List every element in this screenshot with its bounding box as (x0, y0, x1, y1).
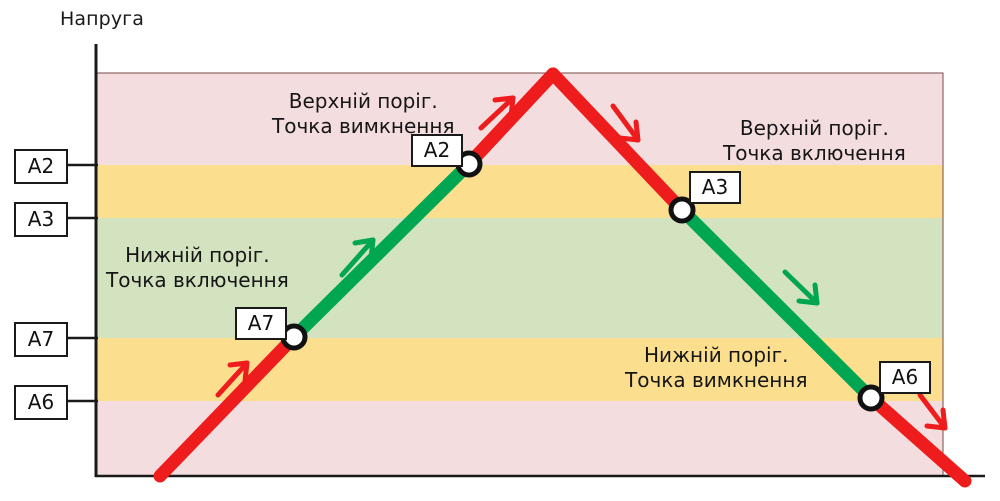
arrow-down-green (782, 269, 820, 306)
segment-falling-normal (675, 203, 878, 405)
y-tick-label-a2[interactable]: A2 (14, 149, 68, 184)
point-label-a7[interactable]: A7 (235, 307, 287, 340)
annotation-lower-on: Нижній поріг. Точка включення (106, 243, 289, 293)
annotation-upper-off-line2: Точка вимкнення (272, 113, 455, 138)
segment-rising-normal (287, 157, 476, 344)
threshold-markers (280, 150, 885, 412)
arrow-down-red-upper (610, 103, 641, 143)
annotation-lower-off-line2: Точка вимкнення (625, 367, 808, 392)
arrow-up-red-lower (215, 360, 250, 398)
annotation-lower-on-line2: Точка включення (106, 267, 289, 292)
point-label-a2[interactable]: A2 (411, 134, 463, 167)
annotation-upper-on-line1: Верхній поріг. (739, 116, 889, 140)
y-tick-label-a6[interactable]: A6 (14, 385, 68, 420)
arrow-up-green (339, 237, 376, 278)
annotation-upper-off: Верхній поріг. Точка вимкнення (272, 89, 454, 139)
segment-falling-below-a6 (862, 389, 972, 488)
annotation-upper-on: Верхній поріг. Точка включення (723, 116, 906, 166)
arrow-down-red-lower (917, 392, 948, 431)
point-label-a3[interactable]: A3 (689, 171, 741, 204)
marker-a3[interactable] (668, 196, 696, 224)
segment-rising-above-a2 (460, 67, 560, 173)
marker-a6[interactable] (857, 384, 885, 412)
signal-trace (153, 67, 972, 488)
annotation-upper-on-line2: Точка включення (723, 140, 906, 165)
annotation-lower-off: Нижній поріг. Точка вимкнення (625, 343, 807, 393)
band-upper-warning (96, 165, 943, 218)
annotation-upper-off-line1: Верхній поріг. (288, 89, 438, 113)
band-lower-danger (96, 401, 943, 476)
arrow-up-red-upper (478, 95, 516, 131)
annotation-lower-on-line1: Нижній поріг. (125, 243, 270, 267)
direction-arrows (215, 95, 948, 431)
segment-rising-below-a7 (153, 328, 303, 483)
y-axis-title: Напруга (60, 8, 144, 30)
y-tick-label-a7[interactable]: A7 (14, 322, 68, 357)
y-tick-label-a3[interactable]: A3 (14, 202, 68, 237)
point-label-a6[interactable]: A6 (879, 361, 931, 394)
segment-falling-above-a3 (546, 67, 691, 219)
annotation-lower-off-line1: Нижній поріг. (644, 343, 789, 367)
